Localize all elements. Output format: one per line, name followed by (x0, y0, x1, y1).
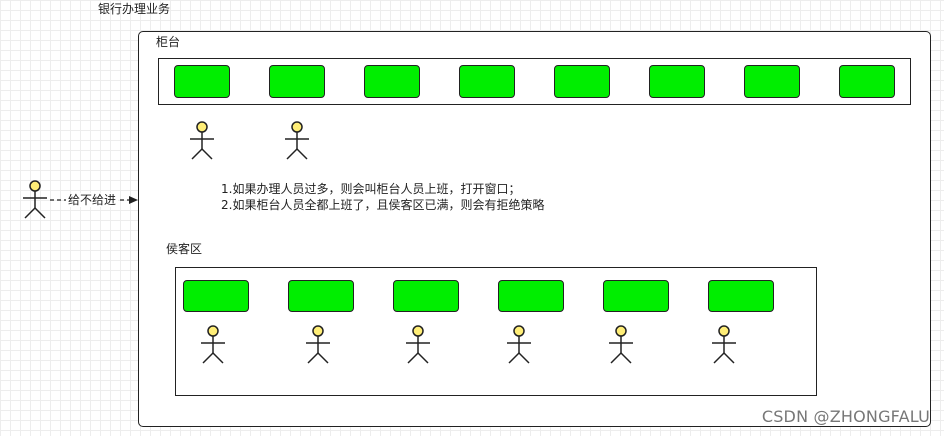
waiting-seat (498, 280, 564, 312)
waiting-actor-icon (306, 325, 330, 364)
diagram-title: 银行办理业务 (98, 2, 171, 16)
waiting-area-label: 侯客区 (166, 242, 203, 256)
waiting-actor-icon (406, 325, 430, 364)
counter-window (174, 65, 230, 98)
counter-window (649, 65, 705, 98)
note-line: 1.如果办理人员过多，则会叫柜台人员上班，打开窗口； (221, 182, 521, 196)
waiting-actor-icon (201, 325, 225, 364)
waiting-actor-icon (609, 325, 633, 364)
staff-actor-icon (190, 121, 214, 160)
waiting-actor-icon (712, 325, 736, 364)
staff-actor-icon (285, 121, 309, 160)
arrow-label: 给不给进 (66, 193, 119, 207)
counter-window (839, 65, 895, 98)
counter-window (459, 65, 515, 98)
counter-label: 柜台 (156, 35, 181, 49)
counter-window (554, 65, 610, 98)
watermark: CSDN @ZHONGFALU (761, 407, 930, 426)
note-line: 2.如果柜台人员全都上班了，且侯客区已满，则会有拒绝策略 (221, 198, 545, 212)
waiting-seat (393, 280, 459, 312)
waiting-seat (183, 280, 249, 312)
counter-window (364, 65, 420, 98)
waiting-seat (708, 280, 774, 312)
counter-window (269, 65, 325, 98)
waiting-seat (288, 280, 354, 312)
counter-window (744, 65, 800, 98)
waiting-seat (603, 280, 669, 312)
waiting-actor-icon (507, 325, 531, 364)
customer-actor-icon (23, 180, 47, 219)
